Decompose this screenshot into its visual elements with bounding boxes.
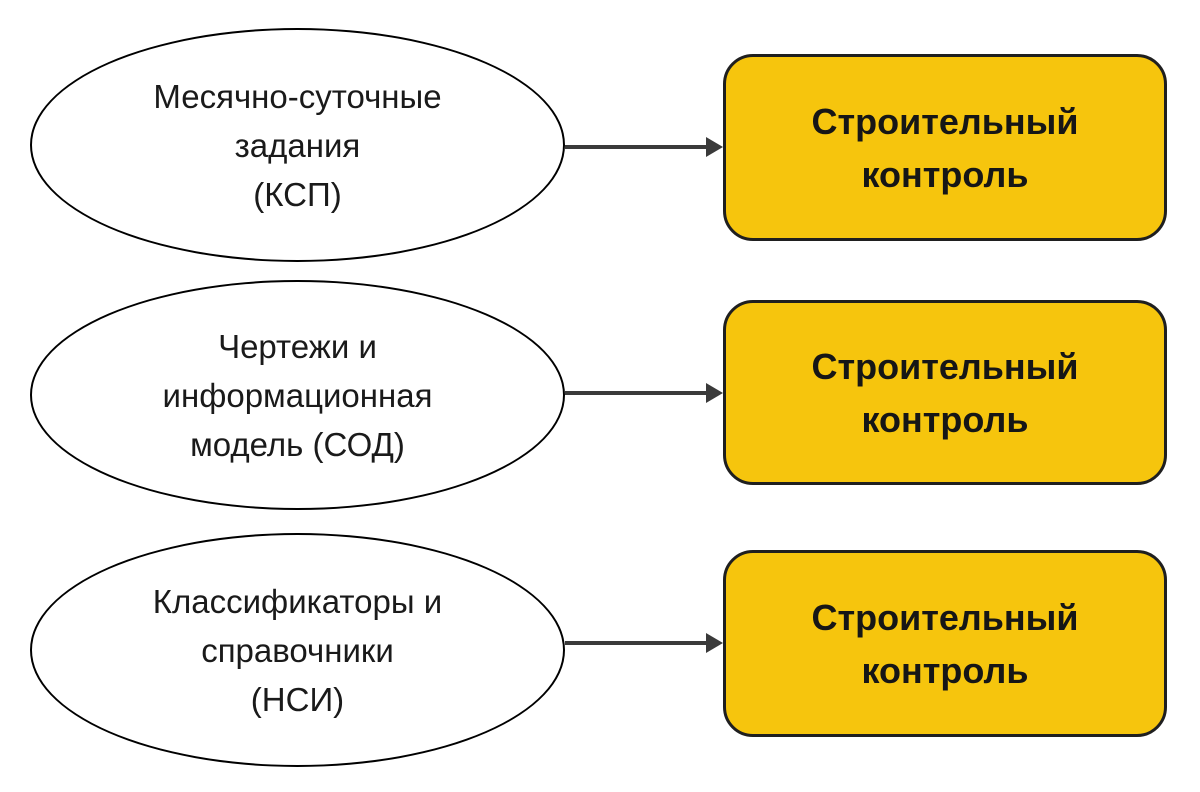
ellipse-label-nsi: Классификаторы и справочники (НСИ) <box>153 577 442 724</box>
arrow-nsi-to-control <box>565 632 723 654</box>
box-3-line-1: Строительный <box>811 596 1079 638</box>
ellipse-sod-line-1: Чертежи и <box>218 327 377 365</box>
target-box-label-3: Строительный контроль <box>811 591 1078 697</box>
target-box-label-2: Строительный контроль <box>811 340 1078 446</box>
arrow-line <box>565 391 706 395</box>
target-box-control-3: Строительный контроль <box>723 550 1167 737</box>
ellipse-sod-line-3: модель (СОД) <box>190 425 405 463</box>
ellipse-ksp-line-3: (КСП) <box>253 175 342 213</box>
target-box-control-2: Строительный контроль <box>723 300 1167 485</box>
box-2-line-1: Строительный <box>811 345 1079 387</box>
ellipse-ksp-line-1: Месячно-суточные <box>153 77 442 115</box>
box-2-line-2: контроль <box>861 398 1029 440</box>
ellipse-nsi-line-3: (НСИ) <box>250 680 345 718</box>
source-ellipse-sod: Чертежи и информационная модель (СОД) <box>30 280 565 510</box>
box-3-line-2: контроль <box>861 649 1029 691</box>
arrow-head-icon <box>706 633 723 653</box>
source-ellipse-ksp: Месячно-суточные задания (КСП) <box>30 28 565 262</box>
arrow-line <box>565 641 706 645</box>
arrow-head-icon <box>706 383 723 403</box>
box-1-line-2: контроль <box>861 153 1029 195</box>
arrow-sod-to-control <box>565 382 723 404</box>
box-1-line-1: Строительный <box>811 100 1079 142</box>
source-ellipse-nsi: Классификаторы и справочники (НСИ) <box>30 533 565 767</box>
ellipse-label-ksp: Месячно-суточные задания (КСП) <box>153 72 441 219</box>
ellipse-nsi-line-2: справочники <box>201 631 394 669</box>
ellipse-nsi-line-1: Классификаторы и <box>152 582 443 620</box>
arrow-line <box>565 145 706 149</box>
target-box-control-1: Строительный контроль <box>723 54 1167 241</box>
ellipse-sod-line-2: информационная <box>162 376 433 414</box>
ellipse-ksp-line-2: задания <box>234 126 361 164</box>
arrow-ksp-to-control <box>565 136 723 158</box>
target-box-label-1: Строительный контроль <box>811 95 1078 201</box>
arrow-head-icon <box>706 137 723 157</box>
ellipse-label-sod: Чертежи и информационная модель (СОД) <box>163 322 433 469</box>
